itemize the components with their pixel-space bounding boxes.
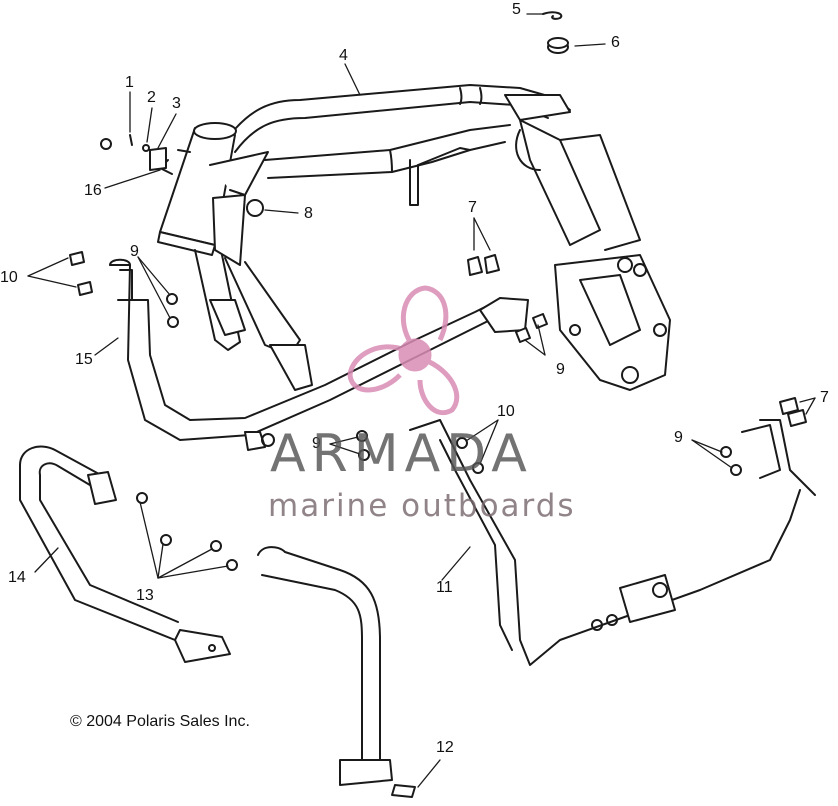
callout-11: 11 — [436, 579, 453, 596]
callout-8: 8 — [304, 205, 313, 222]
callout-9-center: 9 — [556, 361, 565, 378]
callout-9-right: 9 — [674, 429, 683, 446]
callout-15: 15 — [75, 351, 93, 368]
callout-3: 3 — [172, 95, 181, 112]
callout-13: 13 — [136, 587, 154, 604]
copyright-notice: © 2004 Polaris Sales Inc. — [70, 713, 250, 730]
callout-4: 4 — [339, 47, 348, 64]
callout-2: 2 — [147, 89, 156, 106]
callout-10-left: 10 — [0, 269, 18, 286]
callout-12: 12 — [436, 739, 454, 756]
watermark-subtitle: marine outboards — [268, 488, 576, 524]
watermark-logo — [347, 285, 460, 416]
lower-rail-left — [109, 258, 529, 451]
callout-5: 5 — [512, 1, 521, 18]
callout-6: 6 — [611, 34, 620, 51]
callout-16: 16 — [84, 182, 102, 199]
crash-bar-left — [19, 445, 231, 663]
callout-7-top: 7 — [468, 199, 477, 216]
crash-bar-right — [257, 546, 416, 798]
callout-10-mid: 10 — [497, 403, 515, 420]
callout-1: 1 — [125, 74, 134, 91]
small-hardware — [69, 11, 807, 571]
callout-14: 14 — [8, 569, 26, 586]
callout-9-mid: 9 — [312, 435, 321, 452]
watermark-title: ARMADA — [270, 424, 533, 484]
leader-lines — [27, 13, 816, 788]
callout-7-right: 7 — [820, 389, 829, 406]
callout-9-left: 9 — [130, 243, 139, 260]
main-frame — [157, 84, 671, 391]
lower-rail-right — [409, 419, 816, 666]
